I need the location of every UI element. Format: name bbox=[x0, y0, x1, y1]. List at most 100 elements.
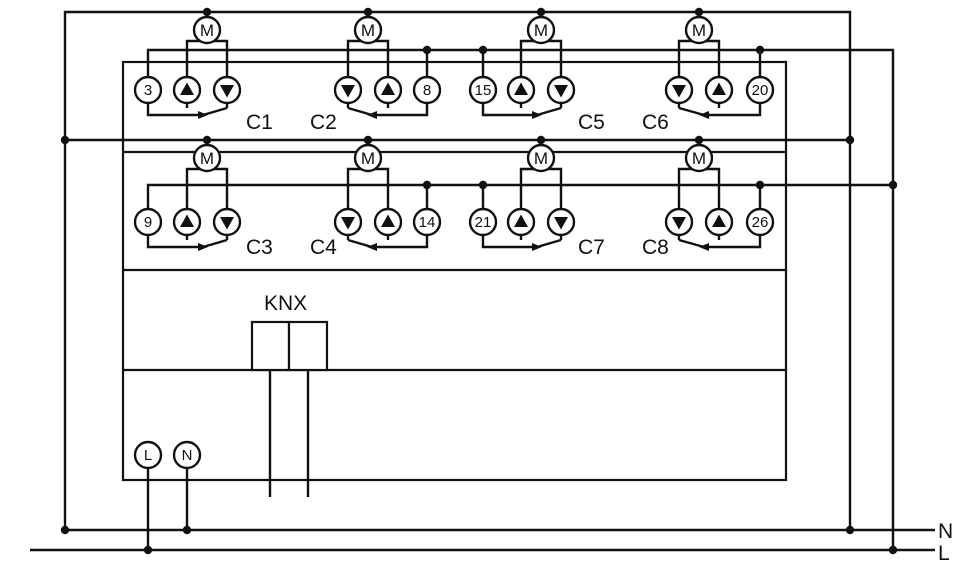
changeover-contact-c8 bbox=[677, 235, 762, 251]
knx-terminal-block-left bbox=[250, 320, 291, 372]
changeover-contact bbox=[481, 103, 563, 117]
channel-label: C1 bbox=[246, 111, 273, 134]
junction-dot bbox=[363, 7, 373, 17]
terminal-20: 20 bbox=[745, 75, 775, 105]
down-arrow-icon bbox=[672, 217, 686, 230]
motor-circle bbox=[353, 143, 383, 173]
terminal-14: 14 bbox=[412, 207, 442, 237]
motor-c3: M bbox=[192, 143, 222, 173]
motor-leads bbox=[185, 39, 229, 77]
arrow-terminal-up bbox=[506, 75, 536, 105]
terminal-number-label: 15 bbox=[475, 82, 492, 99]
motor-c2: M bbox=[353, 15, 383, 45]
motor-leads bbox=[346, 167, 390, 209]
neutral-terminal: N bbox=[172, 440, 202, 470]
junction-dot bbox=[755, 45, 765, 55]
motor-leads bbox=[346, 39, 390, 77]
contact-arrow-icon bbox=[198, 243, 208, 251]
junction-dot bbox=[60, 525, 70, 535]
motor-circle bbox=[684, 143, 714, 173]
changeover-contact-c6 bbox=[677, 103, 762, 119]
line-terminal-circle bbox=[133, 440, 163, 470]
up-arrow-icon bbox=[514, 214, 528, 227]
arrow-terminal-down bbox=[546, 75, 576, 105]
up-arrow-icon bbox=[514, 82, 528, 95]
junction-dot bbox=[202, 135, 212, 145]
motor-c8: M bbox=[684, 143, 714, 173]
terminal-number-label: 20 bbox=[752, 82, 769, 99]
junction-dot bbox=[422, 180, 432, 190]
junction-dot bbox=[422, 45, 432, 55]
changeover-contact bbox=[677, 103, 762, 117]
contact-arrow-icon bbox=[532, 243, 542, 251]
arrow-terminal-down bbox=[212, 75, 242, 105]
down-arrow-icon bbox=[554, 85, 568, 98]
changeover-contact-c3 bbox=[146, 235, 229, 251]
down-arrow-icon bbox=[220, 85, 234, 98]
line-bus-row2-wire bbox=[146, 183, 893, 209]
motor-leads bbox=[185, 167, 229, 209]
down-arrow-icon bbox=[672, 85, 686, 98]
changeover-contact bbox=[677, 235, 762, 249]
contact-arrow-icon bbox=[699, 111, 709, 119]
junction-dot bbox=[755, 180, 765, 190]
junction-dot bbox=[363, 135, 373, 145]
junction-dot bbox=[478, 180, 488, 190]
junction-dot bbox=[845, 525, 855, 535]
junction-dot bbox=[845, 135, 855, 145]
terminal-9: 9 bbox=[133, 207, 163, 237]
motor-label: M bbox=[200, 21, 214, 40]
arrow-terminal-up bbox=[172, 75, 202, 105]
numbered-terminal-circle bbox=[412, 75, 442, 105]
up-arrow-icon bbox=[381, 82, 395, 95]
changeover-contact-c4 bbox=[346, 235, 429, 251]
arrow-terminal-down bbox=[664, 207, 694, 237]
channel-label: C2 bbox=[310, 111, 337, 134]
changeover-contact-c2 bbox=[346, 103, 429, 119]
neutral-run-wire bbox=[63, 10, 852, 530]
terminal-21: 21 bbox=[468, 207, 498, 237]
motor-circle bbox=[526, 143, 556, 173]
supply-neutral-label: N bbox=[938, 520, 953, 543]
numbered-terminal-circle bbox=[745, 207, 775, 237]
motor-c5: M bbox=[526, 15, 556, 45]
knx-terminal-block-right bbox=[287, 320, 329, 372]
up-arrow-icon bbox=[712, 214, 726, 227]
motor-leads bbox=[677, 39, 721, 77]
terminal-3: 3 bbox=[133, 75, 163, 105]
changeover-contact bbox=[481, 235, 563, 249]
junction-dot bbox=[478, 45, 488, 55]
motor-c1: M bbox=[192, 15, 222, 45]
arrow-terminal-up bbox=[704, 75, 734, 105]
arrow-terminal-up bbox=[506, 207, 536, 237]
line-terminal-label: L bbox=[144, 447, 152, 464]
motor-label: M bbox=[200, 149, 214, 168]
terminal-number-label: 3 bbox=[144, 82, 152, 99]
changeover-contact bbox=[146, 235, 229, 249]
channel-label: C6 bbox=[642, 111, 669, 134]
terminal-15: 15 bbox=[468, 75, 498, 105]
arrow-terminal-down bbox=[546, 207, 576, 237]
motor-label: M bbox=[361, 21, 375, 40]
junction-dot bbox=[888, 180, 898, 190]
arrow-terminal-up bbox=[373, 207, 403, 237]
numbered-terminal-circle bbox=[412, 207, 442, 237]
terminal-number-label: 21 bbox=[475, 214, 492, 231]
numbered-terminal-circle bbox=[745, 75, 775, 105]
motor-c4: M bbox=[353, 143, 383, 173]
terminal-26: 26 bbox=[745, 207, 775, 237]
up-arrow-icon bbox=[381, 214, 395, 227]
arrow-terminal-up bbox=[373, 75, 403, 105]
terminal-number-label: 8 bbox=[423, 82, 431, 99]
motor-label: M bbox=[534, 21, 548, 40]
arrow-terminal-down bbox=[333, 75, 363, 105]
motor-label: M bbox=[692, 149, 706, 168]
neutral-terminal-circle bbox=[172, 440, 202, 470]
motor-label: M bbox=[534, 149, 548, 168]
line-terminal: L bbox=[133, 440, 163, 470]
channel-label: C7 bbox=[578, 236, 605, 259]
motor-circle bbox=[353, 15, 383, 45]
junction-dot bbox=[536, 135, 546, 145]
